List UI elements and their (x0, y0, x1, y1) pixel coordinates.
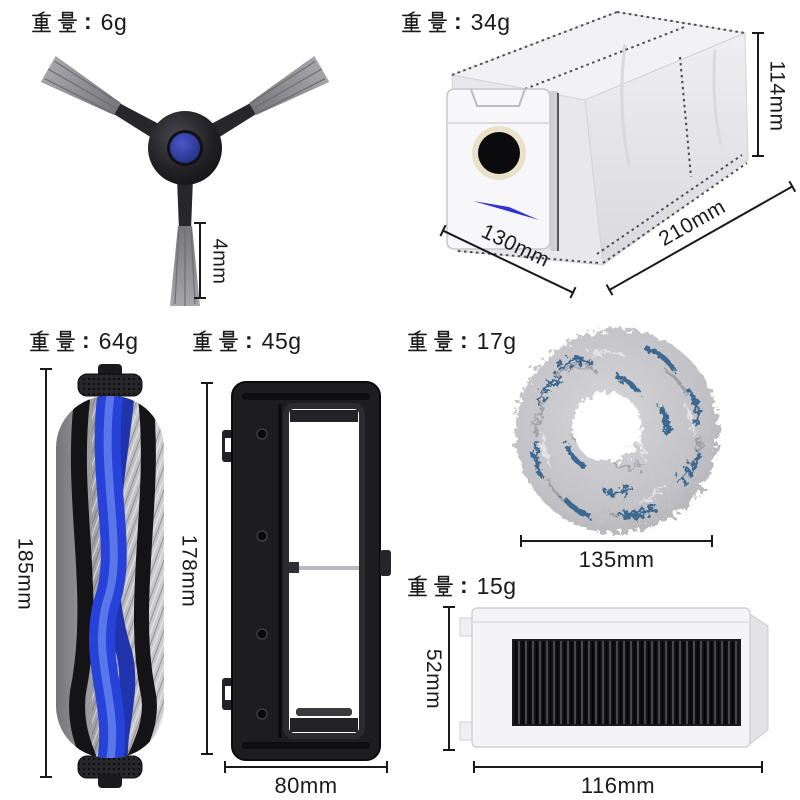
weight-value: 34g (470, 8, 511, 35)
dim-line-185mm (40, 368, 52, 778)
dim-text-185mm: 185mm (13, 537, 37, 611)
label-colon: : (460, 571, 468, 598)
filter-image (455, 598, 780, 760)
label-colon: : (245, 326, 253, 353)
weight-value: 6g (100, 8, 128, 35)
dim-line-135mm (520, 535, 713, 547)
filter-pleats (512, 639, 741, 726)
cjk-zhong-icon (400, 11, 423, 34)
dim-135mm: 135mm (520, 535, 713, 573)
weight-label-main-brush: : 64g (28, 326, 139, 356)
weight-label-brush-cover: : 45g (191, 326, 302, 356)
cover-divider-bar (289, 566, 359, 570)
cjk-zhong-icon (191, 330, 214, 353)
cover-side-tab (380, 550, 391, 576)
weight-label-side-brush: : 6g (30, 7, 127, 37)
cjk-liang-icon (432, 330, 455, 353)
dim-80mm: 80mm (224, 761, 388, 799)
brush-bottom-nub (98, 774, 122, 788)
bag-mount-plate (446, 88, 559, 251)
weight-label-dust-bag: : 34g (400, 7, 511, 37)
cjk-liang-icon (217, 330, 240, 353)
dim-text-116mm: 116mm (580, 773, 656, 798)
cjk-liang-icon (432, 575, 455, 598)
label-colon: : (82, 326, 90, 353)
bag-stitch-seams (451, 11, 748, 264)
dim-line-4mm (194, 222, 206, 299)
cjk-liang-icon (54, 330, 77, 353)
dim-text-80mm: 80mm (274, 773, 338, 798)
cover-window (286, 406, 362, 736)
dim-text-52mm: 52mm (422, 648, 446, 710)
weight-label-filter: : 15g (406, 571, 517, 601)
mop-pad-image (495, 315, 740, 550)
main-brush-image (52, 362, 172, 790)
weight-value: 64g (98, 327, 139, 354)
dim-116mm: 116mm (473, 761, 763, 799)
label-colon: : (84, 7, 92, 34)
side-brush-image (30, 42, 340, 308)
cjk-zhong-icon (406, 575, 429, 598)
weight-value: 45g (261, 327, 302, 354)
mop-center-hole (572, 392, 642, 462)
bag-port-hole (478, 132, 520, 174)
side-brush-center-cap (170, 133, 200, 163)
brush-cover-image (222, 378, 394, 770)
dim-text-4mm: 4mm (208, 238, 231, 285)
dim-text-178mm: 178mm (177, 534, 201, 608)
dim-text-135mm: 135mm (578, 547, 655, 572)
cjk-liang-icon (56, 11, 79, 34)
label-colon: : (460, 326, 468, 353)
weight-value: 15g (476, 572, 517, 599)
cover-screws (256, 428, 268, 720)
dim-line-114mm (752, 32, 764, 157)
dim-line-116mm (473, 761, 763, 773)
cjk-zhong-icon (406, 330, 429, 353)
weight-label-mop-pad: : 17g (406, 326, 517, 356)
dust-bag-image (425, 5, 765, 295)
dim-line-80mm (224, 761, 388, 773)
cjk-zhong-icon (28, 330, 51, 353)
cjk-zhong-icon (30, 11, 53, 34)
brush-top-cap (77, 373, 143, 397)
mop-blue-streaks (533, 346, 702, 520)
weight-value: 17g (476, 327, 517, 354)
bag-blue-arrow (473, 201, 539, 220)
dim-line-52mm (443, 606, 455, 751)
label-colon: : (454, 7, 462, 34)
dim-line-178mm (201, 382, 213, 755)
dim-text-114mm: 114mm (765, 60, 789, 132)
